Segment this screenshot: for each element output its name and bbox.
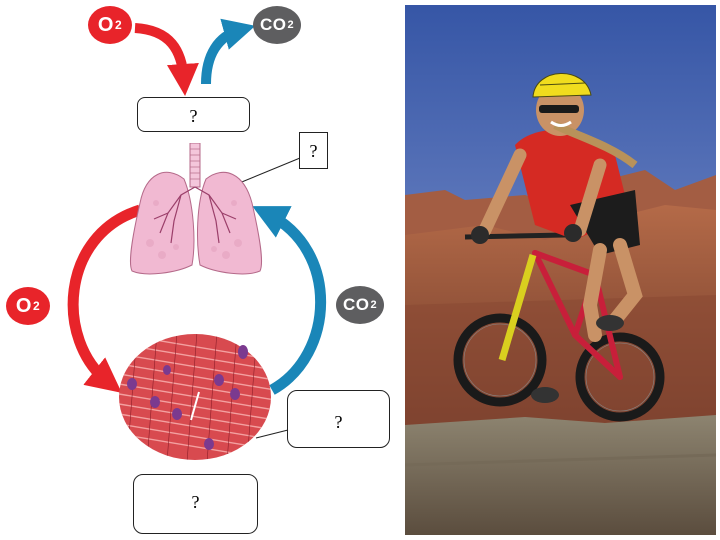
cyclist-photo: [405, 5, 716, 535]
top-answer-text: ?: [190, 106, 198, 127]
co2-exhale-arrow: [206, 30, 240, 84]
tissue-answer-text: ?: [335, 412, 343, 433]
right-lung: [198, 172, 262, 274]
top-answer-box[interactable]: ?: [137, 97, 250, 132]
lungs-answer-box[interactable]: ?: [299, 132, 328, 169]
tissue-answer-box[interactable]: ?: [287, 390, 390, 448]
bottom-answer-text: ?: [192, 492, 200, 513]
tissue-pointer: [254, 428, 294, 448]
lungs-illustration: [126, 143, 276, 283]
bottom-answer-box[interactable]: ?: [133, 474, 258, 534]
o2-intake-arrow: [135, 28, 184, 80]
lungs-answer-text: ?: [310, 141, 318, 162]
muscle-tissue-illustration: [117, 332, 277, 462]
